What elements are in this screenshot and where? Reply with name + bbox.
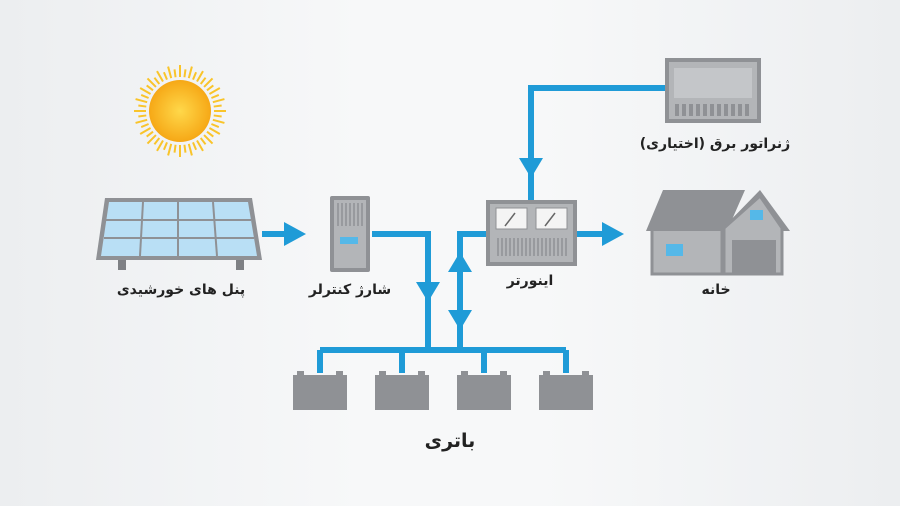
sun-icon <box>134 65 226 157</box>
sun-ray <box>153 137 161 145</box>
wire-battery-drops <box>317 350 569 373</box>
sun-ray <box>213 114 222 118</box>
sun-ray <box>163 71 168 80</box>
solar-panels-label: پنل های خورشیدی <box>116 282 246 298</box>
sun-ray <box>167 143 173 156</box>
wire-bus-to-inverter <box>457 231 486 350</box>
house-label: خانه <box>701 282 731 298</box>
sun-ray <box>163 142 168 151</box>
arrow-down-icon <box>448 310 472 330</box>
solar-panel-icon <box>96 198 262 270</box>
battery-bank <box>293 371 593 410</box>
sun-ray <box>203 77 214 88</box>
sun-ray <box>192 142 197 151</box>
sun-ray <box>208 87 221 95</box>
sun-ray <box>135 98 148 104</box>
sun-ray <box>203 134 214 145</box>
sun-ray <box>183 144 187 153</box>
sun-ray <box>173 69 177 78</box>
arrow-down-icon <box>416 282 440 302</box>
inverter-label: اینورتر <box>506 273 554 289</box>
sun-ray <box>196 70 204 83</box>
sun-ray <box>212 98 225 104</box>
arrow-down-icon <box>519 158 543 178</box>
sun-ray <box>138 114 147 118</box>
sun-ray <box>139 127 152 135</box>
battery-icon <box>539 371 593 410</box>
sun-ray <box>208 127 221 135</box>
house-icon <box>646 190 790 276</box>
sun-ray <box>146 130 154 138</box>
sun-ray <box>206 130 214 138</box>
charge-controller-label: شارژ کنترلر <box>308 282 392 298</box>
flow-arrows <box>284 158 624 330</box>
sun-ray <box>135 118 148 124</box>
sun-ray <box>192 71 197 80</box>
sun-ray <box>140 94 149 99</box>
sun-ray <box>153 77 161 85</box>
sun-ray <box>183 69 187 78</box>
wire-controller-to-bus <box>372 231 431 350</box>
charge-controller-icon <box>330 196 370 272</box>
sun-ray <box>167 66 173 79</box>
sun-ray <box>173 144 177 153</box>
inverter-icon <box>486 200 577 266</box>
battery-icon <box>375 371 429 410</box>
sun-ray <box>211 94 220 99</box>
sun-ray <box>156 70 164 83</box>
sun-ray <box>213 104 222 108</box>
sun-ray <box>146 84 154 92</box>
battery-label: باتری <box>424 430 476 452</box>
sun-ray <box>187 66 193 79</box>
sun-ray <box>212 118 225 124</box>
sun-ray <box>146 134 157 145</box>
arrow-right-icon <box>602 222 624 246</box>
sun-ray <box>156 139 164 152</box>
sun-ray <box>139 87 152 95</box>
sun-ray <box>138 104 147 108</box>
arrow-right-icon <box>284 222 306 246</box>
arrow-up-icon <box>448 252 472 272</box>
sun-ray <box>211 123 220 128</box>
battery-icon <box>457 371 511 410</box>
sun-ray <box>196 139 204 152</box>
generator-label: ژنراتور برق (اختیاری) <box>639 136 791 152</box>
sun-ray <box>199 77 207 85</box>
generator-icon <box>665 58 761 123</box>
battery-icon <box>293 371 347 410</box>
sun-ray <box>199 137 207 145</box>
sun-ray <box>187 143 193 156</box>
sun-ray <box>140 123 149 128</box>
sun-ray <box>206 84 214 92</box>
sun-ray <box>146 77 157 88</box>
